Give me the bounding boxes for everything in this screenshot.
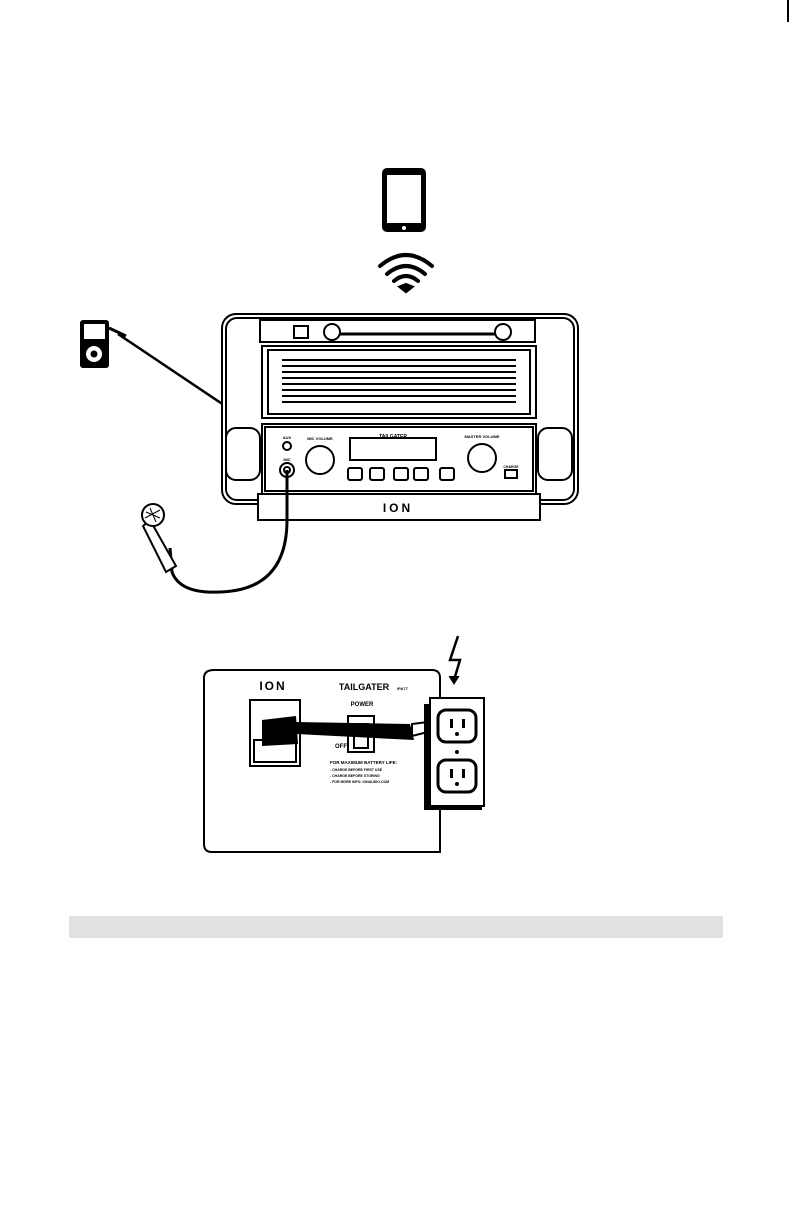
battery-line: - CHARGE BEFORE STORING <box>330 774 380 778</box>
rear-model: TAILGATER <box>339 682 390 692</box>
master-volume-label: MASTER VOLUME <box>464 434 499 439</box>
speaker-grille <box>282 359 516 403</box>
rear-panel <box>203 669 441 853</box>
mic-volume-label: MIC VOLUME <box>307 436 333 441</box>
wall-outlet-icon <box>424 697 485 810</box>
off-label: OFF <box>335 744 347 750</box>
battery-heading: FOR MAXIMUM BATTERY LIFE: <box>330 760 398 765</box>
power-cord-plug <box>262 716 298 746</box>
tablet-icon <box>382 168 426 232</box>
speaker-bumpers <box>225 427 573 481</box>
rear-model-code: iPA77 <box>397 686 409 691</box>
aux-label: AUX <box>283 435 292 440</box>
power-bolt-icon <box>448 635 462 681</box>
battery-line: - CHARGE BEFORE FIRST USE <box>330 768 383 772</box>
power-cord <box>296 722 414 740</box>
usb-label: CHARGE <box>503 465 519 469</box>
section-bar <box>69 916 723 938</box>
wireless-icon <box>378 253 434 294</box>
microphone-icon <box>141 470 289 594</box>
battery-line: - FOR MORE INFO: IONAUDIO.COM <box>330 780 389 784</box>
page-edge-mark <box>787 0 789 22</box>
display-label: TAILGATER <box>379 434 407 440</box>
power-label: POWER <box>351 702 374 708</box>
speaker-brand: ION <box>383 501 413 515</box>
speaker-control-panel <box>257 423 541 521</box>
mp3-player-icon <box>80 320 127 368</box>
mic-label: MIC <box>283 457 290 462</box>
rear-brand: ION <box>259 679 286 693</box>
